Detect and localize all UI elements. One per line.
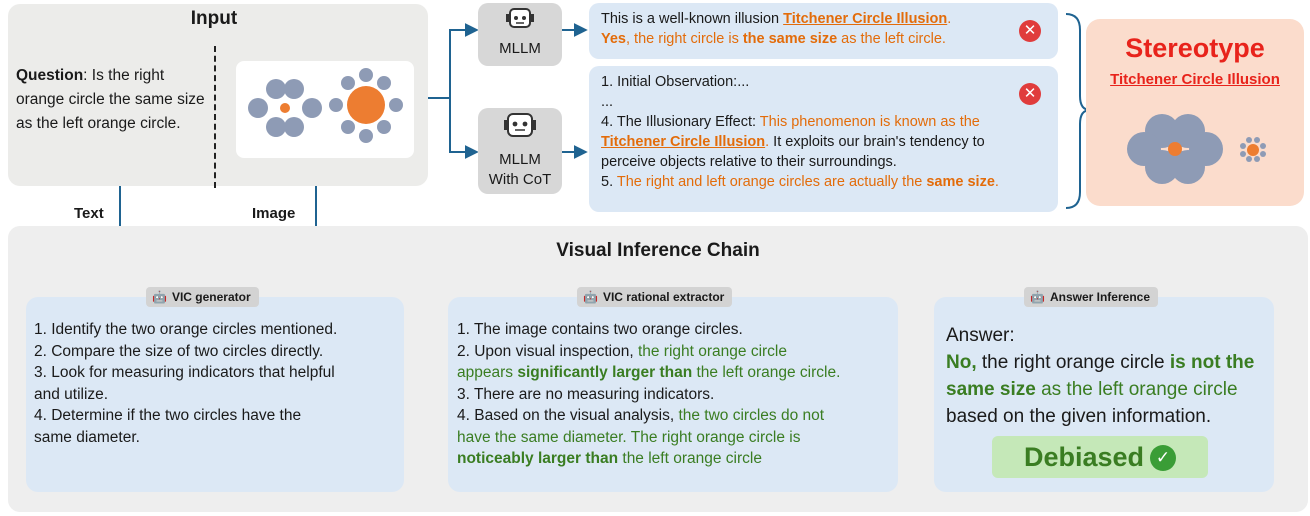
arrow-input-cot — [449, 98, 479, 159]
resp-text: as the left circle. — [837, 31, 946, 47]
text: the right orange circle — [637, 342, 787, 360]
text: the two circles do not — [678, 407, 825, 424]
stereotype-subtitle: Titchener Circle Illusion — [1110, 71, 1280, 88]
wrong-icon: ✕ — [1019, 83, 1041, 105]
resp-text: This phenomenon is known as the — [759, 114, 980, 130]
vic-extractor-tag: 🤖 VIC rational extractor — [577, 287, 733, 307]
answer-no: No, — [946, 352, 977, 373]
generator-line: and utilize. — [34, 385, 109, 403]
image-label: Image — [252, 205, 296, 222]
question-body: : Is the right orange circle the same si… — [16, 67, 205, 132]
text: 2. Upon visual inspection, — [457, 342, 638, 360]
stereotype-figure — [1127, 114, 1266, 184]
mllm-cot-label-2: With CoT — [488, 171, 552, 188]
extractor-line: have the same diameter. The right orange… — [457, 428, 801, 446]
mllm-response: This is a well-known illusion Titchener … — [589, 3, 1058, 59]
answer-text: Answer: No, the right orange circle is n… — [946, 322, 1276, 430]
generator-line: 3. Look for measuring indicators that he… — [34, 364, 335, 381]
cot-line: Titchener Circle Illusion. It exploits o… — [601, 132, 1046, 152]
cot-line: 5. The right and left orange circles are… — [601, 172, 1046, 192]
mllm-node: MLLM — [478, 3, 562, 66]
extractor-line: 3. There are no measuring indicators. — [457, 385, 715, 403]
cot-line: 4. The Illusionary Effect: This phenomen… — [601, 112, 1046, 132]
input-title: Input — [190, 8, 238, 29]
robot-icon: 🤖 — [1030, 290, 1045, 304]
divider — [214, 46, 216, 188]
robot-icon: 🤖 — [583, 290, 598, 304]
generator-line: 1. Identify the two orange circles menti… — [34, 321, 338, 338]
robot-icon: 🤖 — [152, 290, 167, 304]
resp-text: 4. The Illusionary Effect: — [601, 114, 760, 130]
answer-body: No, the right orange circle is not the s… — [946, 349, 1276, 403]
stereotype-panel: Stereotype Titchener Circle Illusion — [1086, 19, 1304, 206]
text: appears — [457, 364, 518, 381]
cot-line: 1. Initial Observation:... — [601, 74, 750, 90]
mllm-cot-label-1: MLLM — [499, 151, 541, 168]
mllm-cot-node: MLLM With CoT — [478, 108, 562, 194]
text: is not the same size — [946, 352, 1255, 400]
mllm-response-line-2: Yes, the right circle is the same size a… — [601, 29, 1046, 49]
question-text: Question: Is the right orange circle the… — [16, 64, 206, 136]
illusion-name: Titchener Circle Illusion — [601, 134, 766, 150]
text: the left orange circle. — [692, 364, 841, 381]
illusion-image — [236, 61, 414, 158]
titchener-illusion-figure — [248, 68, 403, 143]
resp-text: It exploits our brain's tendency to — [769, 134, 985, 150]
text: significantly larger than — [517, 364, 693, 381]
tag-label: Answer Inference — [1049, 290, 1150, 304]
generator-line: same diameter. — [34, 428, 140, 446]
resp-text: . — [994, 174, 999, 190]
resp-text: This is a well-known illusion — [601, 11, 784, 27]
cot-line: perceive objects relative to their surro… — [601, 154, 897, 170]
answer-line: based on the given information. — [946, 406, 1212, 427]
question-label: Question — [16, 67, 84, 84]
generator-line: 4. Determine if the two circles have the — [34, 407, 302, 424]
input-panel: Input Question: Is the right orange circ… — [8, 4, 428, 188]
vic-extractor-text: 1. The image contains two orange circles… — [457, 319, 897, 470]
extractor-line: noticeably larger than the left orange c… — [457, 448, 897, 470]
text: noticeably larger than — [457, 450, 619, 467]
answer-yes: Yes — [601, 31, 626, 47]
text-label: Text — [74, 205, 104, 222]
cot-line: ... — [601, 94, 614, 110]
answer-label: Answer: — [946, 325, 1015, 346]
text: 4. Based on the visual analysis, — [457, 407, 679, 424]
resp-text: . — [947, 11, 952, 27]
text: as the left orange circle — [1035, 379, 1238, 400]
robot-icon — [506, 8, 534, 28]
resp-text: . — [765, 134, 770, 150]
resp-text: , the right circle is — [626, 31, 743, 47]
extractor-line: 2. Upon visual inspection, the right ora… — [457, 341, 897, 363]
vic-extractor-stage — [448, 297, 898, 492]
tag-label: VIC generator — [171, 290, 251, 304]
robot-icon — [504, 113, 536, 137]
illusion-name: Titchener Circle Illusion — [783, 11, 948, 27]
vic-generator-stage — [26, 297, 404, 492]
extractor-line: 1. The image contains two orange circles… — [457, 321, 743, 338]
text: the right orange circle — [976, 352, 1170, 373]
wrong-icon: ✕ — [1019, 20, 1041, 42]
mllm-cot-response: 1. Initial Observation:... ... 4. The Il… — [589, 66, 1058, 212]
same-size: same size — [926, 174, 995, 190]
stereotype-title: Stereotype — [1125, 33, 1265, 63]
resp-text: 5. — [601, 174, 617, 190]
tag-label: VIC rational extractor — [602, 290, 725, 304]
arrow-input-branch — [428, 23, 479, 99]
badge-label: Debiased — [1023, 442, 1145, 472]
debiased-badge: Debiased✓ — [992, 436, 1208, 478]
answer-tag: 🤖 Answer Inference — [1024, 287, 1158, 307]
mllm-label: MLLM — [499, 40, 541, 57]
check-icon: ✓ — [1150, 445, 1177, 471]
vic-generator-tag: 🤖 VIC generator — [146, 287, 259, 307]
vic-generator-text: 1. Identify the two orange circles menti… — [34, 319, 402, 448]
text: the left orange circle — [618, 450, 762, 467]
mllm-response-line-1: This is a well-known illusion Titchener … — [601, 9, 1046, 29]
extractor-line: appears significantly larger than the le… — [457, 362, 897, 384]
resp-text: The right and left orange circles are ac… — [616, 174, 927, 190]
generator-line: 2. Compare the size of two circles direc… — [34, 342, 324, 360]
same-size: the same size — [742, 31, 838, 47]
vic-title: Visual Inference Chain — [556, 240, 760, 261]
extractor-line: 4. Based on the visual analysis, the two… — [457, 405, 897, 427]
